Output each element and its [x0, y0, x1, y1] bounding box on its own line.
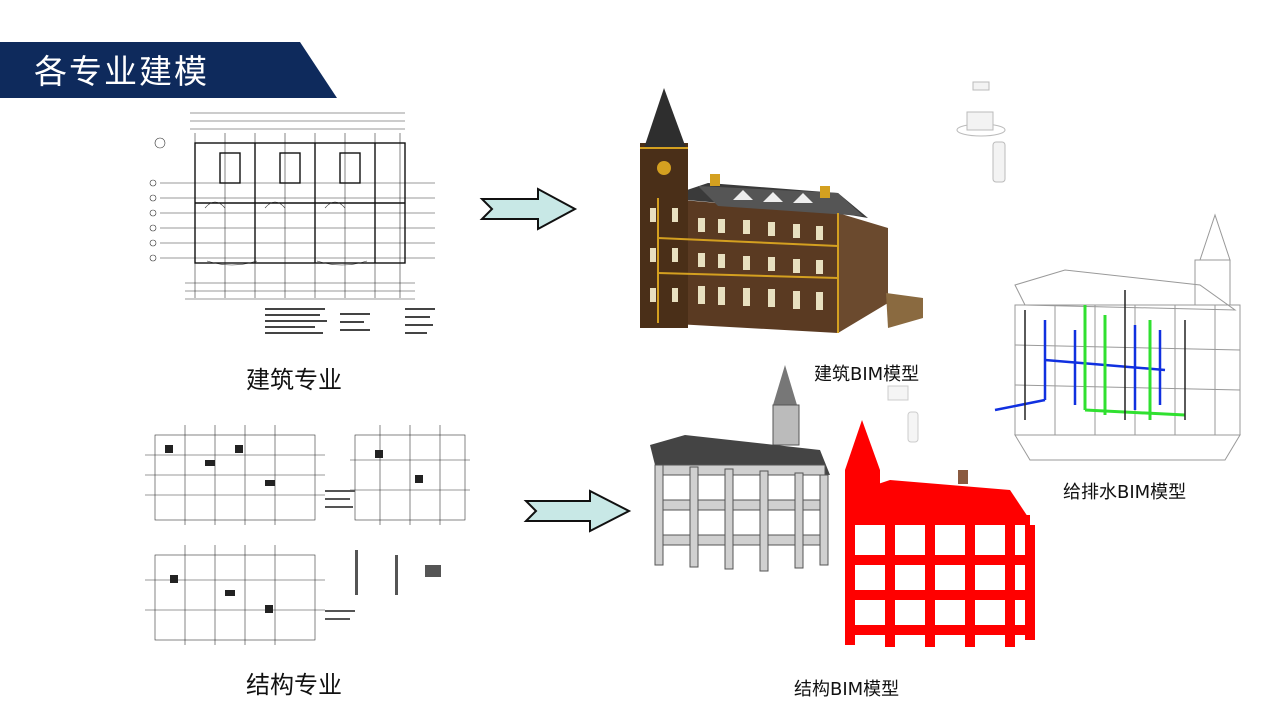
plumbing-model-label: 给排水BIM模型 — [1063, 482, 1187, 503]
structure-bim-model-grey — [650, 365, 830, 572]
structure-plan-drawings — [145, 425, 470, 645]
architecture-drawing-label: 建筑专业 — [246, 366, 342, 394]
right-arrow-icon — [523, 489, 632, 533]
architecture-bim-model — [640, 88, 923, 333]
title-banner — [0, 42, 337, 98]
view-cube-icon[interactable] — [955, 80, 1015, 190]
navigation-bar-icon[interactable] — [882, 382, 927, 447]
architecture-model-label: 建筑BIM模型 — [814, 364, 920, 385]
architecture-floor-plan — [149, 112, 435, 334]
plumbing-bim-model — [994, 213, 1241, 461]
structure-drawing-label: 结构专业 — [246, 671, 342, 699]
right-arrow-icon — [479, 187, 578, 231]
structure-bim-model-red — [845, 420, 1035, 647]
slide-title: 各专业建模 — [34, 52, 209, 91]
structure-model-label: 结构BIM模型 — [794, 679, 900, 700]
